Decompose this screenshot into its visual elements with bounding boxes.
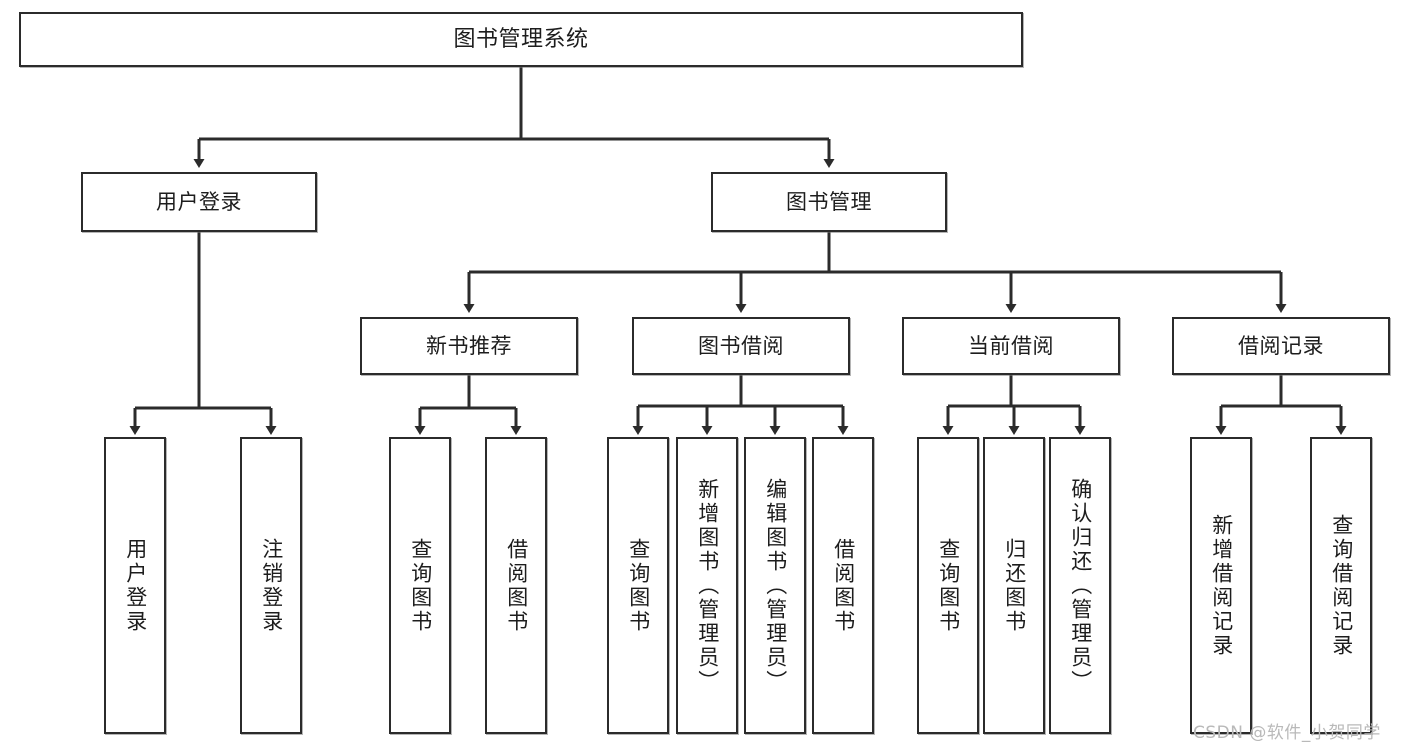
- node-leaf-bb-add[interactable]: 新增图书（管理员）: [676, 437, 738, 734]
- node-root[interactable]: 图书管理系统: [19, 12, 1023, 67]
- node-leaf-user-login[interactable]: 用户登录: [104, 437, 166, 734]
- node-user-login[interactable]: 用户登录: [81, 172, 317, 232]
- node-leaf-cb-return[interactable]: 归还图书: [983, 437, 1045, 734]
- node-leaf-user-login-label: 用户登录: [123, 537, 148, 634]
- node-borrow-record[interactable]: 借阅记录: [1172, 317, 1390, 375]
- node-leaf-cb-query[interactable]: 查询图书: [917, 437, 979, 734]
- node-book-borrow[interactable]: 图书借阅: [632, 317, 850, 375]
- node-leaf-rec-query-label: 查询图书: [408, 537, 433, 634]
- node-leaf-logout-label: 注销登录: [259, 537, 284, 634]
- node-borrow-record-label: 借阅记录: [1238, 333, 1324, 358]
- node-new-book-rec[interactable]: 新书推荐: [360, 317, 578, 375]
- node-leaf-bb-add-label: 新增图书（管理员）: [695, 477, 720, 694]
- node-leaf-logout[interactable]: 注销登录: [240, 437, 302, 734]
- csdn-watermark: CSDN @软件_小贺同学: [1193, 723, 1381, 743]
- node-leaf-rec-query[interactable]: 查询图书: [389, 437, 451, 734]
- node-leaf-cb-query-label: 查询图书: [936, 537, 961, 634]
- node-leaf-bb-borrow-label: 借阅图书: [831, 537, 856, 634]
- node-leaf-cb-confirm[interactable]: 确认归还（管理员）: [1049, 437, 1111, 734]
- node-leaf-br-add-label: 新增借阅记录: [1209, 513, 1234, 658]
- node-user-login-label: 用户登录: [156, 189, 242, 214]
- node-book-manage[interactable]: 图书管理: [711, 172, 947, 232]
- node-leaf-cb-confirm-label: 确认归还（管理员）: [1068, 477, 1093, 694]
- node-new-book-rec-label: 新书推荐: [426, 333, 512, 358]
- node-leaf-rec-borrow-label: 借阅图书: [504, 537, 529, 634]
- node-leaf-bb-query-label: 查询图书: [626, 537, 651, 634]
- node-current-borrow[interactable]: 当前借阅: [902, 317, 1120, 375]
- node-root-label: 图书管理系统: [453, 26, 589, 52]
- node-leaf-br-add[interactable]: 新增借阅记录: [1190, 437, 1252, 734]
- node-book-manage-label: 图书管理: [786, 189, 872, 214]
- node-leaf-bb-query[interactable]: 查询图书: [607, 437, 669, 734]
- node-leaf-br-query-label: 查询借阅记录: [1329, 513, 1354, 658]
- node-book-borrow-label: 图书借阅: [698, 333, 784, 358]
- node-leaf-br-query[interactable]: 查询借阅记录: [1310, 437, 1372, 734]
- node-leaf-rec-borrow[interactable]: 借阅图书: [485, 437, 547, 734]
- node-current-borrow-label: 当前借阅: [968, 333, 1054, 358]
- node-leaf-bb-edit-label: 编辑图书（管理员）: [763, 477, 788, 694]
- node-leaf-bb-edit[interactable]: 编辑图书（管理员）: [744, 437, 806, 734]
- node-leaf-cb-return-label: 归还图书: [1002, 537, 1027, 634]
- node-leaf-bb-borrow[interactable]: 借阅图书: [812, 437, 874, 734]
